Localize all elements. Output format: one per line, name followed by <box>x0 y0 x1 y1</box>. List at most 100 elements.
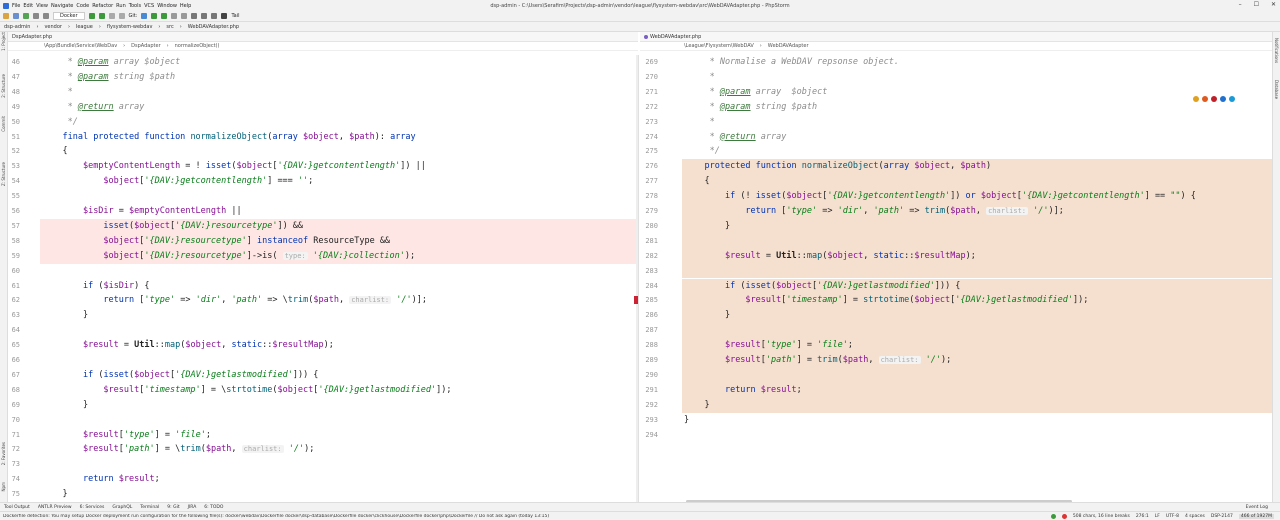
terminal-icon[interactable] <box>221 13 228 19</box>
maximize-button[interactable]: ☐ <box>1253 1 1259 8</box>
event-log-button[interactable]: Event Log <box>1245 504 1268 510</box>
nav-crumb[interactable]: dsp-admin <box>4 23 31 30</box>
run-config-select[interactable]: Docker <box>53 12 85 20</box>
code-line <box>8 189 638 204</box>
tool-window-9-git[interactable]: 9: Git <box>167 504 180 510</box>
menu-item-file[interactable]: File <box>12 2 21 9</box>
line-number: 50 <box>11 117 20 126</box>
edge-icon[interactable] <box>1229 96 1235 102</box>
menu-item-help[interactable]: Help <box>179 2 192 9</box>
tab-left-file[interactable]: DspAdapter.php <box>12 33 53 40</box>
status-indent[interactable]: 4 spaces <box>1185 513 1205 519</box>
line-number: 66 <box>11 356 20 364</box>
menu-item-code[interactable]: Code <box>76 2 90 9</box>
menu-item-refactor[interactable]: Refactor <box>92 2 114 9</box>
menu-item-vcs[interactable]: VCS <box>144 2 155 9</box>
git-commit-icon[interactable] <box>151 13 158 19</box>
chrome-icon[interactable] <box>1193 96 1199 102</box>
status-ok-icon[interactable] <box>1050 513 1056 519</box>
search-icon[interactable] <box>191 13 198 19</box>
status-position[interactable]: 276:1 <box>1135 513 1149 519</box>
nav-crumb[interactable]: league <box>75 23 93 30</box>
firefox-icon[interactable] <box>1202 96 1208 102</box>
code-line <box>682 293 1272 309</box>
opera-icon[interactable] <box>1211 96 1217 102</box>
code-text: * <box>684 71 715 82</box>
code-line <box>8 413 638 428</box>
breadcrumb-item[interactable]: WebDAVAdapter <box>767 43 809 49</box>
nav-crumb[interactable]: WebDAVAdapter.php <box>187 23 240 30</box>
coverage-icon[interactable] <box>108 13 115 19</box>
left-tool-3[interactable]: Z: Structure <box>1 162 6 186</box>
code-line <box>682 233 1272 249</box>
history-icon[interactable] <box>171 13 178 19</box>
line-number: 60 <box>11 266 20 275</box>
tab-right-file[interactable]: WebDAVAdapter.php <box>650 33 702 40</box>
stop-icon[interactable] <box>118 13 125 19</box>
app-icon <box>3 2 9 9</box>
refresh-icon[interactable] <box>23 13 29 19</box>
tool-window-6-services[interactable]: 6: Services <box>79 504 105 510</box>
breadcrumb-item[interactable]: normalizeObject() <box>174 43 220 49</box>
debug-icon[interactable] <box>98 13 105 19</box>
structure-icon[interactable] <box>211 13 218 19</box>
menu-item-window[interactable]: Window <box>157 2 177 9</box>
nav-crumb[interactable]: src <box>166 23 174 30</box>
menu-item-run[interactable]: Run <box>116 2 126 9</box>
left-tool-4[interactable]: 2: Favorites <box>1 442 6 466</box>
breadcrumb-item[interactable]: DspAdapter <box>131 43 161 49</box>
status-branch[interactable]: DSP-2147 <box>1210 513 1233 519</box>
line-number: 272 <box>645 102 658 111</box>
breadcrumb-item[interactable]: \App\Bundle\Service\WebDav <box>44 43 118 49</box>
right-tool-0[interactable]: Notifications <box>1274 38 1279 64</box>
menu-item-edit[interactable]: Edit <box>23 2 34 9</box>
error-marker[interactable] <box>634 296 638 304</box>
chevron-right-icon: › <box>179 23 182 30</box>
menu-item-view[interactable]: View <box>36 2 48 9</box>
status-message[interactable]: Dockerfile detection: You may setup Dock… <box>3 513 550 519</box>
left-tool-0[interactable]: 1: Project <box>1 32 6 51</box>
line-number: 57 <box>11 221 20 230</box>
tool-window-antlr-preview[interactable]: ANTLR Preview <box>37 504 72 510</box>
back-icon[interactable] <box>33 13 39 19</box>
code-line <box>640 428 1272 443</box>
rollback-icon[interactable] <box>181 13 188 19</box>
save-icon[interactable] <box>13 13 19 19</box>
git-push-icon[interactable] <box>161 13 168 19</box>
status-encoding[interactable]: UTF-8 <box>1165 513 1180 519</box>
tool-window-terminal[interactable]: Terminal <box>140 504 160 510</box>
code-text: $result['type'] = 'file'; <box>724 340 853 351</box>
ie-icon[interactable] <box>1220 96 1226 102</box>
close-button[interactable]: ✕ <box>1270 1 1276 8</box>
settings-icon[interactable] <box>201 13 208 19</box>
left-tool-5[interactable]: Npm <box>1 482 6 492</box>
right-horizontal-scrollbar[interactable] <box>686 500 1072 503</box>
status-err-icon[interactable] <box>1061 513 1067 519</box>
status-line-separator[interactable]: LF <box>1154 513 1160 519</box>
menu-item-tools[interactable]: Tools <box>128 2 142 9</box>
left-scrollbar[interactable] <box>636 55 638 502</box>
status-memory[interactable]: 466 of 1927M <box>1238 513 1274 519</box>
run-icon[interactable] <box>88 13 95 19</box>
tool-window-graphql[interactable]: GraphQL <box>112 504 133 510</box>
git-update-icon[interactable] <box>141 13 148 19</box>
code-text: { <box>42 146 68 157</box>
forward-icon[interactable] <box>43 13 49 19</box>
right-tool-1[interactable]: Database <box>1274 80 1279 100</box>
code-text: } <box>42 399 89 410</box>
tail-button[interactable]: Tail <box>231 13 240 19</box>
nav-crumb[interactable]: vendor <box>44 23 62 30</box>
minimize-button[interactable]: – <box>1238 1 1242 8</box>
menu-item-navigate[interactable]: Navigate <box>50 2 74 9</box>
tool-window-tool-output[interactable]: Tool Output <box>4 504 30 510</box>
left-tool-1[interactable]: 2: Structure <box>1 74 6 98</box>
tool-window-6-todo[interactable]: 6: TODO <box>204 504 224 510</box>
folder-icon[interactable] <box>3 13 9 19</box>
right-code-editor[interactable]: 269 * Normalise a WebDAV repsonse object… <box>640 55 1272 502</box>
line-number: 58 <box>11 236 20 245</box>
tool-window-jira[interactable]: JIRA <box>187 504 197 510</box>
nav-crumb[interactable]: flysystem-webdav <box>106 23 153 30</box>
breadcrumb-item[interactable]: \League\Flysystem\WebDAV <box>684 43 754 49</box>
left-tool-2[interactable]: Commit <box>1 116 6 132</box>
